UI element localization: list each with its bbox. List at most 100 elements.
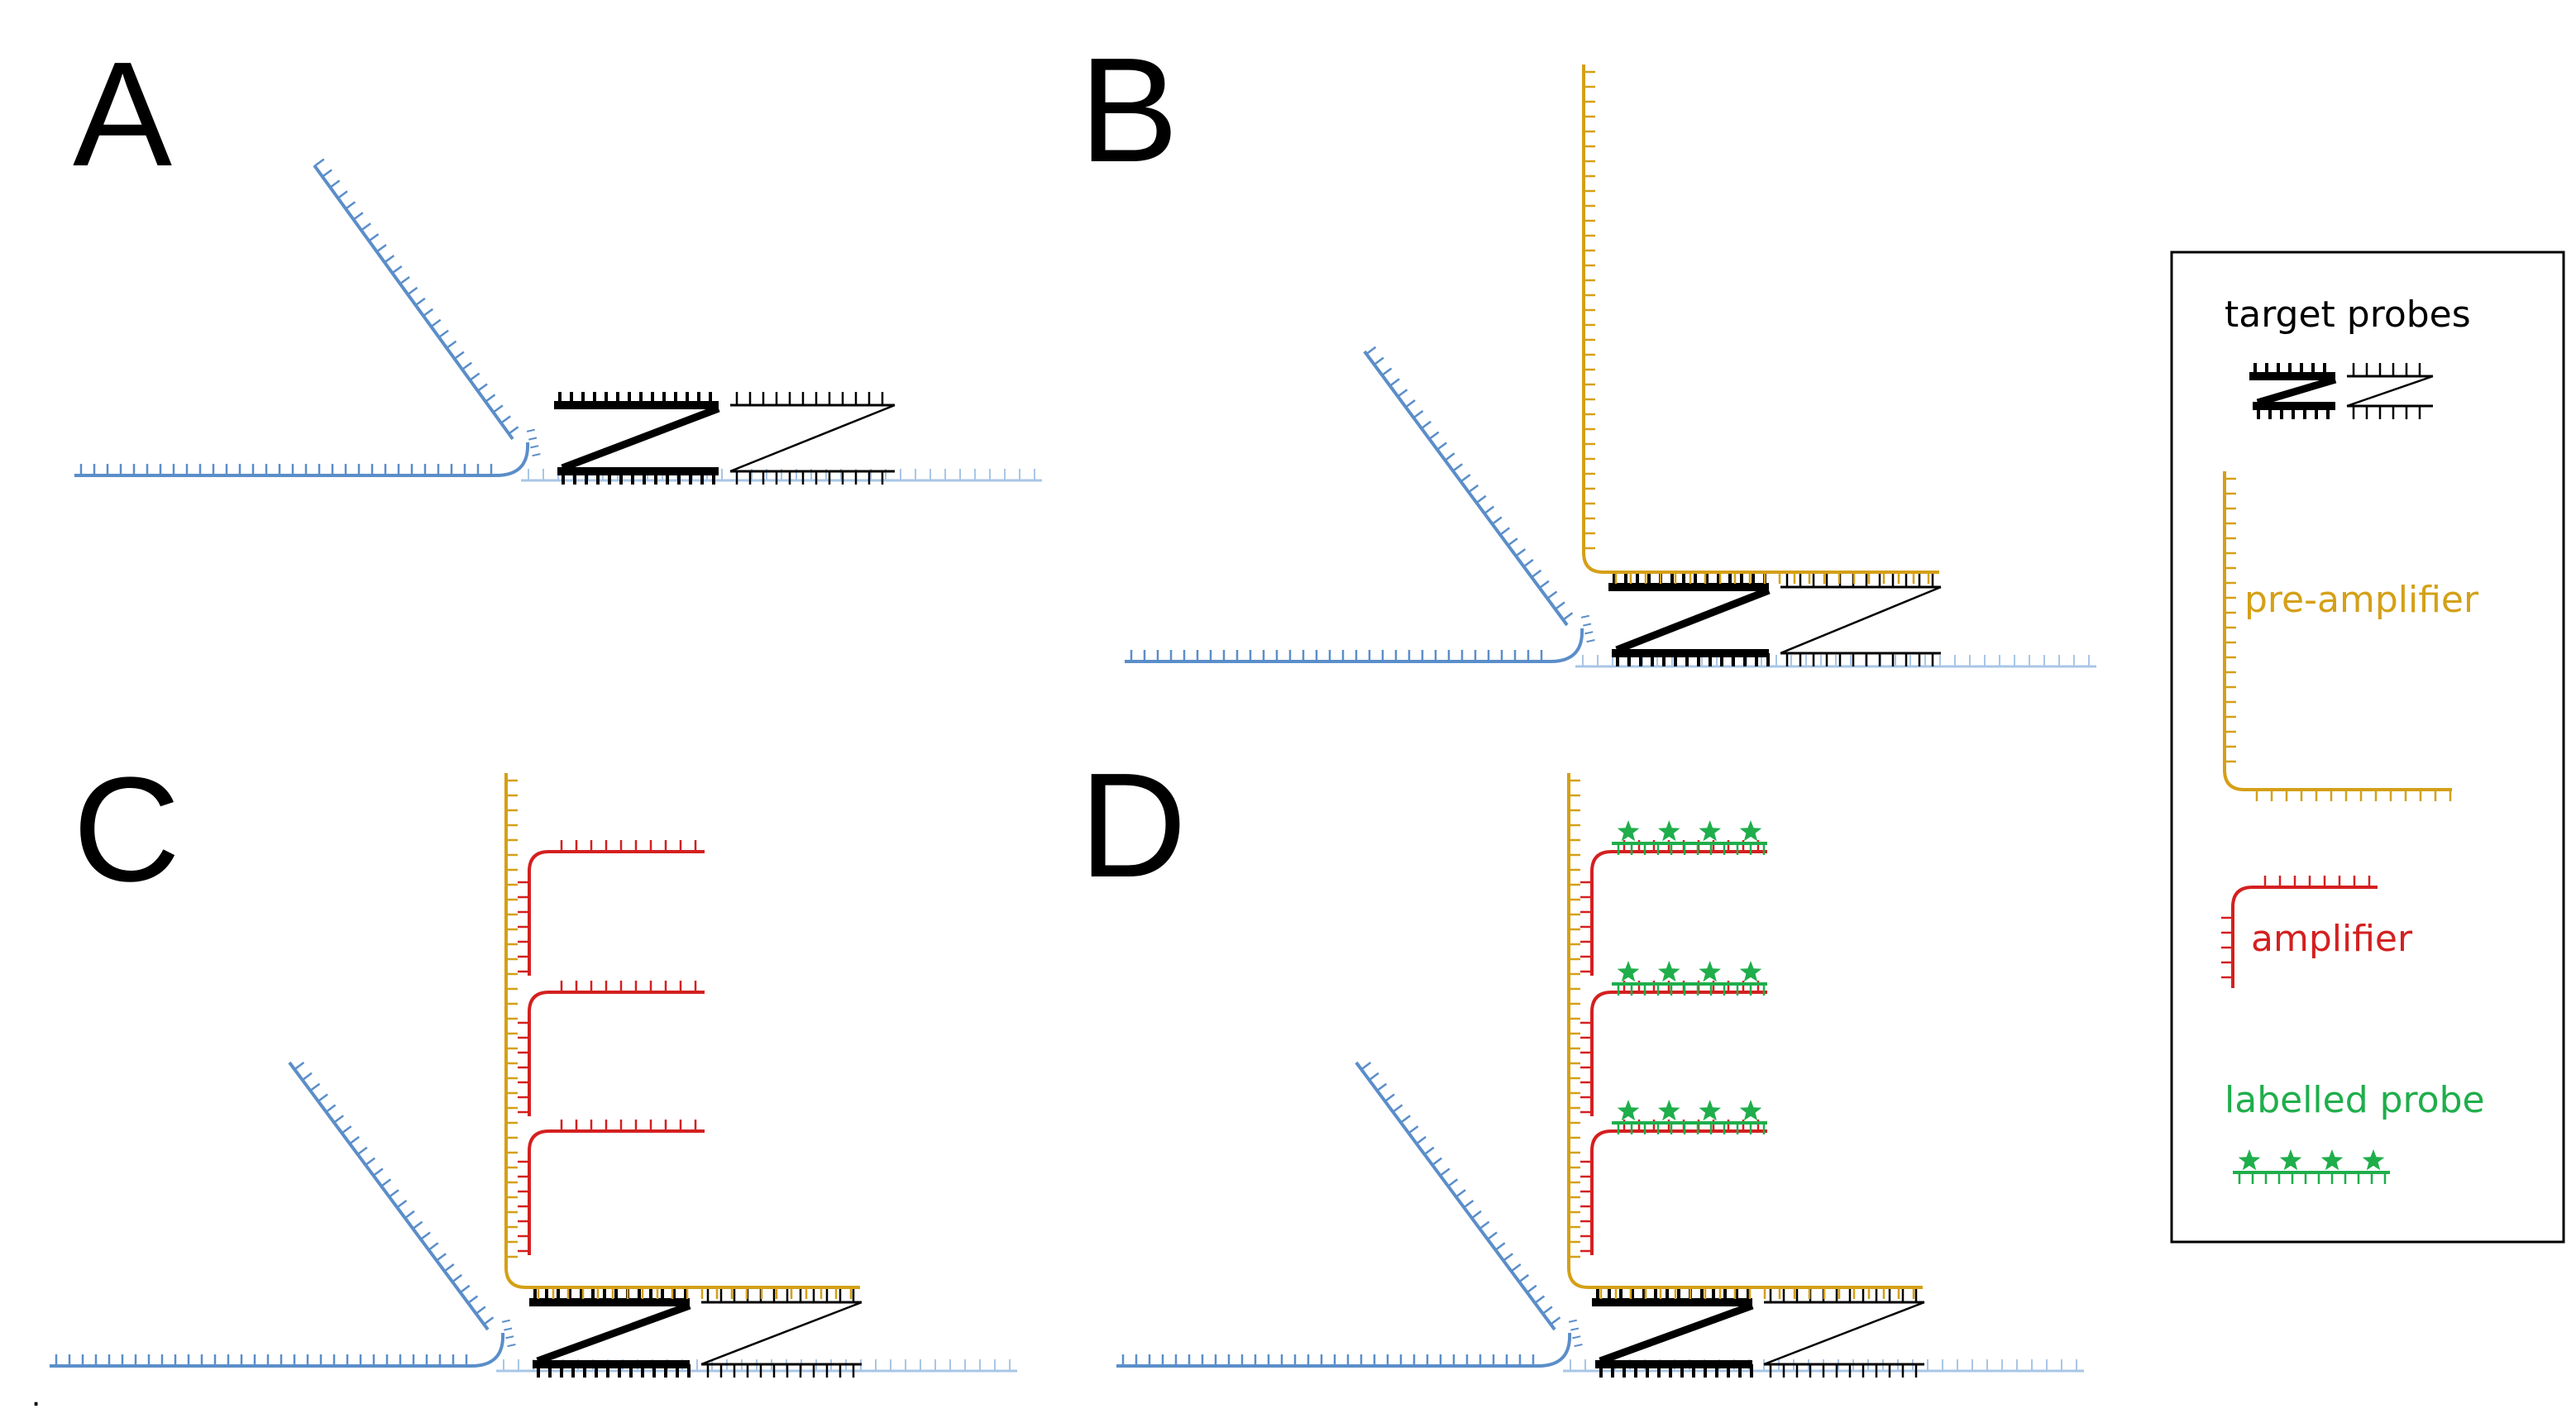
- strand-bases: [1130, 650, 1543, 663]
- star-icon: [1739, 820, 1762, 842]
- z-probe-diagonal: [561, 404, 720, 472]
- pre-amplifier-strand: [2223, 471, 2452, 791]
- z-probe-diagonal: [2256, 375, 2337, 407]
- target-probes-icon: [2249, 363, 2434, 419]
- z-probe-diagonal: [700, 1301, 863, 1366]
- star-icon: [2279, 1149, 2302, 1171]
- strand-bases: [518, 1160, 529, 1253]
- strand-bases: [560, 840, 697, 852]
- panel-a: [74, 158, 1042, 485]
- z-probe-diagonal: [729, 404, 896, 473]
- strand-bases: [1617, 984, 1766, 996]
- z-probe-diagonal: [1599, 1301, 1754, 1365]
- strand-bases: [537, 1287, 853, 1299]
- strand-bases: [706, 1289, 855, 1302]
- panel-letter-c: C: [73, 747, 180, 913]
- strand-bases: [537, 1364, 691, 1378]
- strand-bases: [1616, 653, 1770, 666]
- strand-bases: [501, 1319, 516, 1348]
- legend-target-probes-label: target probes: [2225, 294, 2471, 336]
- strand-bases: [1580, 614, 1595, 643]
- strand-bases: [1569, 779, 1580, 1258]
- strand-bases: [1360, 1062, 1561, 1325]
- strand-bases: [1365, 346, 1574, 621]
- amplifier-strand: [528, 991, 705, 1116]
- strand-bases: [1617, 843, 1766, 855]
- mrna-curl: [1550, 628, 1584, 663]
- star-icon: [1699, 1100, 1721, 1121]
- star-icon: [1699, 961, 1721, 982]
- panel-letter-b: B: [1079, 27, 1178, 193]
- pre-amplifier-icon: [2223, 471, 2452, 801]
- strand-bases: [2238, 1172, 2387, 1184]
- panel-d: [1116, 773, 2084, 1378]
- star-icon: [1617, 961, 1640, 982]
- star-icon: [1739, 1100, 1762, 1121]
- strand-bases: [562, 471, 715, 485]
- strand-bases: [560, 981, 697, 992]
- strand-bases: [2257, 406, 2330, 419]
- trailing-mark: .: [31, 1377, 41, 1413]
- labelled-probe-icon: [2233, 1149, 2390, 1184]
- star-icon: [1699, 820, 1721, 842]
- strand-bases: [1617, 1123, 1766, 1134]
- legend-pre-amplifier-label: pre-amplifier: [2244, 579, 2479, 621]
- strand-bases: [1599, 1287, 1915, 1299]
- strand-bases: [706, 1364, 855, 1378]
- strand-bases: [2263, 876, 2371, 887]
- amplifier-strand: [1590, 991, 1767, 1116]
- panel-letter-d: D: [1079, 743, 1187, 909]
- star-icon: [1617, 1100, 1640, 1121]
- strand-bases: [294, 1062, 495, 1325]
- strand-bases: [2255, 790, 2452, 801]
- mrna-curl: [1537, 1332, 1572, 1368]
- star-icon: [2320, 1149, 2344, 1171]
- strand-bases: [1769, 1364, 1918, 1378]
- strand-bases: [526, 428, 541, 457]
- pre-amplifier-strand: [1582, 64, 1939, 574]
- star-icon: [2238, 1149, 2261, 1171]
- strand-bases: [735, 392, 884, 405]
- amplifier-icon: [2221, 876, 2378, 988]
- panel-c: [50, 773, 1017, 1378]
- star-icon: [1617, 820, 1640, 842]
- star-icon: [1739, 961, 1762, 982]
- strand-bases: [506, 779, 518, 1258]
- mrna-curl: [471, 1332, 505, 1368]
- amplifier-strand: [528, 850, 705, 976]
- strand-bases: [1568, 1319, 1583, 1348]
- amplifier-strand: [1590, 850, 1767, 976]
- strand-bases: [1580, 1160, 1592, 1253]
- amplifier-strand: [528, 1129, 705, 1255]
- panel-letter-a: A: [73, 31, 172, 198]
- star-icon: [1658, 961, 1680, 982]
- strand-bases: [2352, 406, 2421, 419]
- strand-bases: [55, 1354, 468, 1368]
- amplifier-strand: [2231, 886, 2378, 988]
- strand-bases: [1580, 1021, 1592, 1114]
- strand-bases: [79, 464, 493, 477]
- strand-bases: [560, 1120, 697, 1131]
- strand-bases: [313, 158, 519, 435]
- strand-bases: [1121, 1354, 1535, 1368]
- mrna-arm: [313, 164, 514, 441]
- panel-b: [1125, 64, 2096, 668]
- legend: target probes pre-amplifier amplifier la…: [2170, 251, 2565, 1244]
- strand-bases: [735, 471, 884, 485]
- strand-bases: [518, 1021, 529, 1114]
- strand-bases: [1769, 1289, 1918, 1302]
- star-icon: [1658, 1100, 1680, 1121]
- legend-box: [2170, 251, 2565, 1244]
- z-probe-diagonal: [1780, 585, 1942, 655]
- strand-bases: [1599, 1364, 1753, 1378]
- star-icon: [1658, 820, 1680, 842]
- mrna-curl: [495, 442, 530, 477]
- z-probe-diagonal: [536, 1301, 691, 1365]
- strand-bases: [1584, 70, 1595, 550]
- star-icon: [2362, 1149, 2385, 1171]
- legend-amplifier-label: amplifier: [2251, 918, 2413, 960]
- z-probe-diagonal: [2346, 375, 2434, 408]
- strand-bases: [1614, 572, 1930, 584]
- strand-bases: [2225, 477, 2236, 763]
